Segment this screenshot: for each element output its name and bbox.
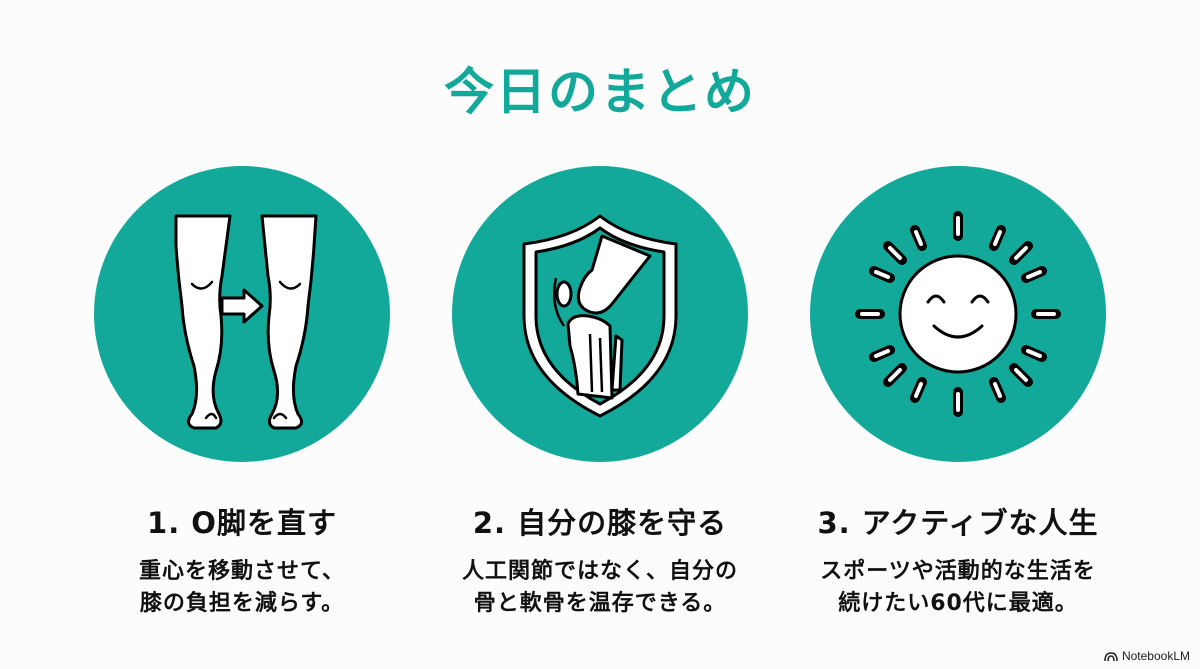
brand-label: NotebookLM	[1121, 649, 1190, 663]
icon-circle	[452, 166, 748, 462]
slide-title: 今日のまとめ	[444, 63, 756, 121]
legs-correction-icon	[174, 214, 318, 430]
knee-shield-icon	[522, 214, 678, 418]
icon-circle	[94, 166, 390, 462]
summary-item-2: 2. 自分の膝を守る 人工関節ではなく、自分の 骨と軟骨を温存できる。	[420, 166, 780, 620]
summary-item-1: 1. O脚を直す 重心を移動させて、 膝の負担を減らす。	[62, 166, 422, 620]
item-heading: 1. O脚を直す	[147, 506, 337, 540]
notebooklm-branding: NotebookLM	[1104, 649, 1190, 663]
desc-line: スポーツや活動的な生活を	[820, 559, 1096, 584]
smiling-sun-icon	[855, 211, 1061, 417]
desc-line: 人工関節ではなく、自分の	[461, 559, 738, 584]
desc-line: 重心を移動させて、	[139, 559, 345, 584]
item-description: 重心を移動させて、 膝の負担を減らす。	[62, 556, 422, 620]
notebooklm-logo-icon	[1104, 652, 1118, 661]
summary-item-3: 3. アクティブな人生 スポーツや活動的な生活を 続けたい60代に最適。	[778, 166, 1138, 620]
icon-circle	[810, 166, 1106, 462]
desc-line: 膝の負担を減らす。	[139, 590, 345, 616]
item-description: スポーツや活動的な生活を 続けたい60代に最適。	[778, 556, 1138, 620]
arrow-right-icon	[220, 288, 264, 324]
item-description: 人工関節ではなく、自分の 骨と軟骨を温存できる。	[420, 556, 780, 620]
desc-line: 骨と軟骨を温存できる。	[473, 590, 727, 616]
item-heading: 3. アクティブな人生	[817, 506, 1099, 540]
item-heading: 2. 自分の膝を守る	[472, 506, 728, 540]
desc-line: 続けたい60代に最適。	[838, 590, 1078, 616]
